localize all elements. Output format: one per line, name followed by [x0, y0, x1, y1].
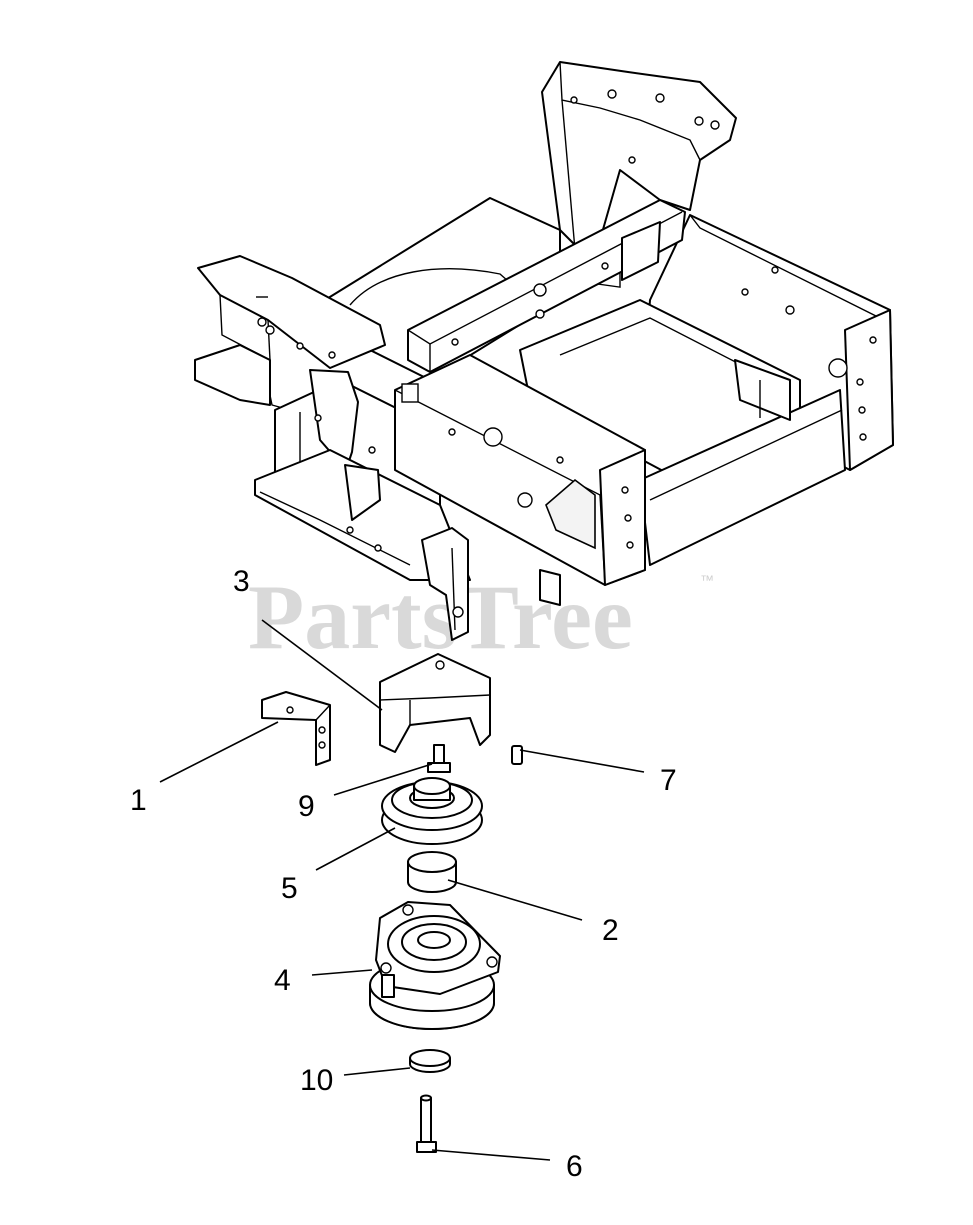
leader-9 — [333, 763, 433, 796]
part-2-spacer — [407, 851, 457, 893]
leader-2 — [447, 879, 583, 921]
part-4-electric-clutch — [369, 901, 501, 1030]
callout-1: 1 — [130, 784, 147, 817]
callout-labels: 3 1 9 7 5 2 4 10 6 — [130, 565, 677, 1183]
callout-4: 4 — [274, 964, 291, 997]
leader-6 — [431, 1149, 551, 1161]
callout-5: 5 — [281, 872, 298, 905]
leader-7 — [519, 749, 645, 773]
leader-5 — [315, 827, 396, 871]
leader-10 — [343, 1067, 411, 1076]
watermark: PartsTree ™ — [248, 566, 714, 668]
part-7-key — [511, 745, 523, 765]
part-5-pulley — [381, 777, 483, 845]
part-6-bolt — [416, 1094, 437, 1153]
leader-3 — [261, 619, 383, 711]
leader-1 — [159, 721, 279, 783]
part-1-bracket — [261, 691, 331, 766]
leader-4 — [311, 969, 373, 976]
watermark-trademark: ™ — [700, 572, 714, 588]
part-10-washer — [409, 1049, 451, 1073]
callout-3: 3 — [233, 565, 250, 598]
callout-10: 10 — [300, 1064, 333, 1097]
callout-2: 2 — [602, 914, 619, 947]
mower-frame — [194, 61, 894, 641]
callout-9: 9 — [298, 790, 315, 823]
part-9-bolt — [427, 744, 451, 773]
part-3-clutch-bracket — [379, 653, 491, 753]
leader-lines — [159, 619, 645, 1161]
callout-6: 6 — [566, 1150, 583, 1183]
callout-7: 7 — [660, 764, 677, 797]
